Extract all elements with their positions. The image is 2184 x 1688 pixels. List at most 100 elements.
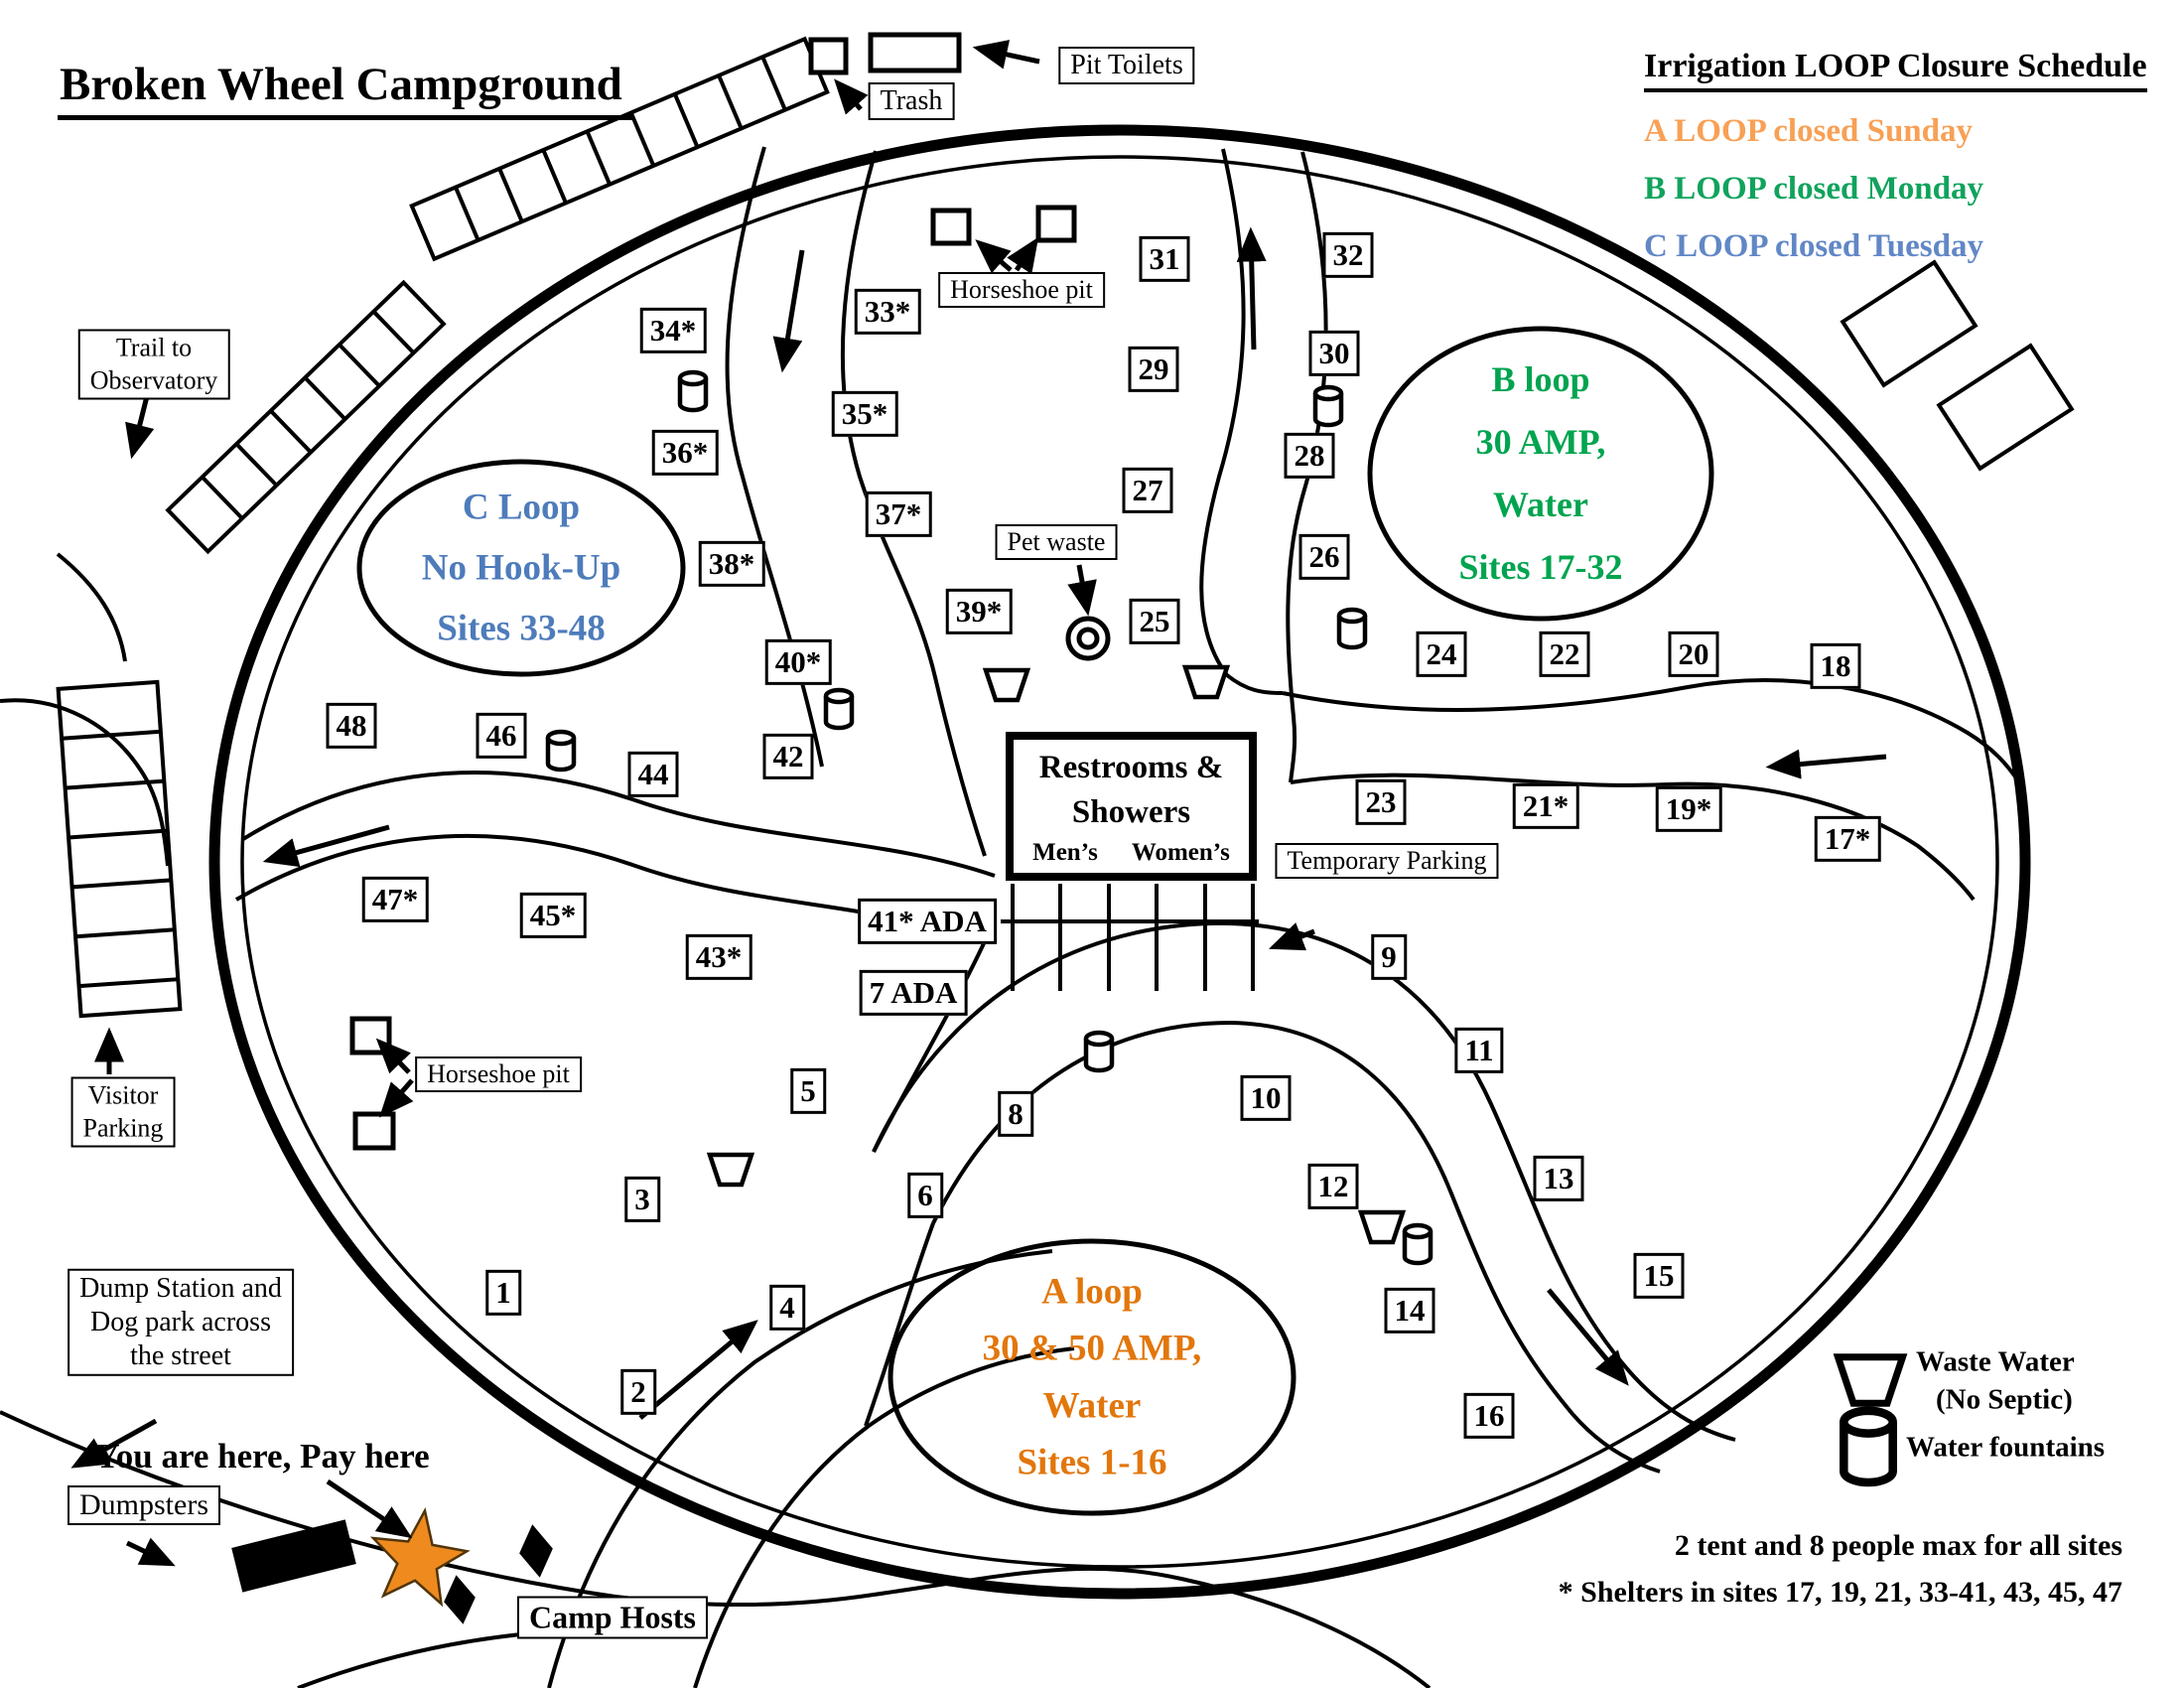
site-marker-19: 19* [1655,785,1722,833]
a-loop-line2: 30 & 50 AMP, [982,1328,1202,1369]
waste-water-icon [1357,1209,1407,1245]
trash-label: Trash [868,82,955,120]
horseshoe-south-arrow-1 [375,1038,411,1074]
visitor-parking-label: Visitor Parking [70,1076,176,1148]
horseshoe-pit-north-1 [930,208,972,246]
building-northeast-1 [1840,259,1979,388]
b-loop-line3: Water [1493,485,1588,524]
road-entrance-east [693,1346,1075,1688]
road-direction-arrow-left [1765,749,1887,779]
trail-observatory-line1: Trail to [115,333,193,362]
dump-station-line3: the street [130,1340,231,1372]
waste-water-legend-line2: (No Septic) [1936,1383,2073,1416]
water-fountain-icon [1083,1030,1115,1073]
horseshoe-south-arrow-2 [379,1078,414,1118]
pet-waste-label: Pet waste [995,524,1118,560]
horseshoe-north-arrow-1 [975,239,1013,274]
horseshoe-pit-south-2 [352,1111,396,1151]
filled-structures [231,1506,553,1624]
site-marker-11: 11 [1454,1027,1504,1074]
c-loop-line3: Sites 33-48 [437,608,606,649]
site-marker-10: 10 [1240,1074,1292,1122]
camp-host-diamond-2 [444,1575,476,1624]
site-marker-28: 28 [1284,432,1335,480]
restrooms-mens-label: Men’s [1032,838,1098,866]
trail-arrow [125,395,155,460]
a-loop-label: A loop 30 & 50 AMP, Water Sites 1-16 [983,1263,1202,1490]
waste-water-icons [706,664,1908,1407]
b-loop-line1: B loop [1491,359,1590,399]
site-marker-32: 32 [1322,231,1374,279]
road-right-lower [1290,773,1976,902]
pit-toilets-label: Pit Toilets [1058,47,1195,84]
site-marker-15: 15 [1633,1252,1685,1300]
road-frontage [0,1410,1432,1688]
closure-schedule: Irrigation LOOP Closure Schedule A LOOP … [1644,48,2160,265]
trail-segment-1 [56,552,127,662]
site-marker-27: 27 [1122,467,1173,514]
trail-observatory-line2: Observatory [89,365,218,394]
dump-station-arrow [70,1418,158,1469]
site-marker-31: 31 [1139,235,1190,283]
camp-hosts-label: Camp Hosts [516,1596,709,1639]
restrooms-line1: Restrooms & [1038,750,1224,786]
building-northeast-2 [1936,343,2075,472]
restrooms-womens-label: Women’s [1131,838,1230,866]
site-marker-47: 47* [361,876,429,923]
temporary-parking-label: Temporary Parking [1275,843,1499,879]
dump-station-label: Dump Station and Dog park across the str… [68,1268,294,1377]
site-marker-38: 38* [698,540,765,588]
b-loop-label: B loop 30 AMP, Water Sites 17-32 [1459,349,1623,599]
road-right-upper [1282,678,2021,784]
a-loop-ellipse [887,1238,1297,1516]
site-marker-46: 46 [476,712,527,760]
temporary-parking-stalls [1001,884,1259,991]
site-marker-1: 1 [485,1269,521,1317]
visitor-parking-line1: Visitor [87,1080,159,1110]
site-marker-24: 24 [1416,631,1467,678]
page-title: Broken Wheel Campground [58,58,632,120]
road-direction-arrow-up [1236,226,1267,351]
site-marker-41: 41* ADA [858,898,997,945]
dump-station-line2: Dog park across [90,1306,271,1337]
site-marker-7: 7 ADA [859,969,968,1017]
road-c-east [840,150,987,857]
road-plaza-link [872,940,987,1153]
c-loop-label: C Loop No Hook-Up Sites 33-48 [422,477,620,658]
waste-water-icon [1181,664,1231,700]
site-marker-12: 12 [1307,1163,1359,1210]
road-a-outer [872,920,1736,1442]
dumpsters-arrow [125,1537,176,1567]
note-shelters: * Shelters in sites 17, 19, 21, 33-41, 4… [1558,1575,2122,1609]
site-marker-29: 29 [1128,346,1179,393]
camp-host-diamond-1 [519,1524,553,1578]
you-are-here-star-icon [369,1506,471,1608]
a-loop-line4: Sites 1-16 [1017,1442,1167,1483]
horseshoe-pit-south-label: Horseshoe pit [415,1056,582,1092]
road-entrance-link [864,1222,935,1427]
water-fountain-icons [545,369,1897,1487]
road-entrance-west [547,1249,1053,1688]
site-marker-26: 26 [1298,533,1350,581]
road-b-east [1286,151,1328,783]
parking-strip-northwest [165,279,447,555]
site-marker-43: 43* [685,933,752,981]
visitor-parking-line2: Parking [82,1113,164,1142]
campground-outer-ring [208,124,2031,1600]
trash-bin [808,37,849,75]
road-b-west [1199,148,1284,695]
site-marker-23: 23 [1355,778,1407,826]
road-direction-arrow-down [772,249,805,373]
water-fountain-legend-icon [1840,1406,1897,1487]
schedule-c-loop: C LOOP closed Tuesday [1644,228,1984,264]
road-direction-arrow-southeast [1547,1288,1629,1386]
site-marker-2: 2 [620,1368,656,1416]
water-fountain-icon [823,687,855,731]
trash-arrow [834,78,869,115]
dump-station-line1: Dump Station and [79,1272,282,1304]
site-marker-6: 6 [907,1172,943,1219]
road-left-upper [241,771,996,878]
site-notes: 2 tent and 8 people max for all sites * … [1559,1523,2122,1616]
site-marker-34: 34* [639,307,707,354]
site-marker-14: 14 [1384,1287,1435,1335]
